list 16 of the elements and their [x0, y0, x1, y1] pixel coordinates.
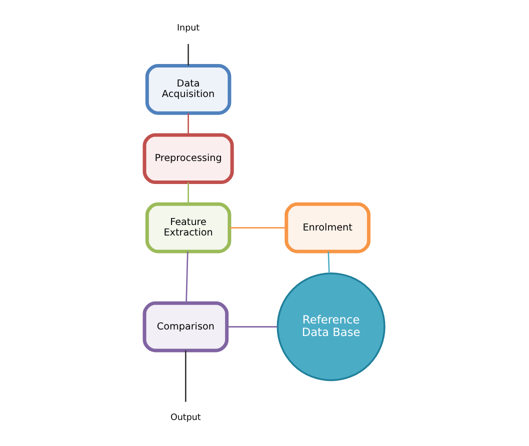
- node-text: Output: [170, 413, 201, 424]
- connector: [226, 326, 278, 328]
- node-text: Input: [176, 23, 200, 34]
- connector: [328, 251, 330, 274]
- node-box: Data Acquisition: [145, 64, 232, 115]
- connector: [188, 182, 189, 204]
- connector: [185, 350, 186, 402]
- node-circle: Reference Data Base: [276, 272, 386, 382]
- node-box: Comparison: [142, 301, 229, 352]
- connector: [186, 251, 188, 303]
- connector: [188, 44, 189, 66]
- connector: [230, 227, 286, 228]
- connector: [188, 113, 189, 135]
- node-box: Enrolment: [284, 202, 370, 254]
- node-box: Preprocessing: [142, 133, 234, 184]
- node-box: Feature Extraction: [145, 202, 232, 254]
